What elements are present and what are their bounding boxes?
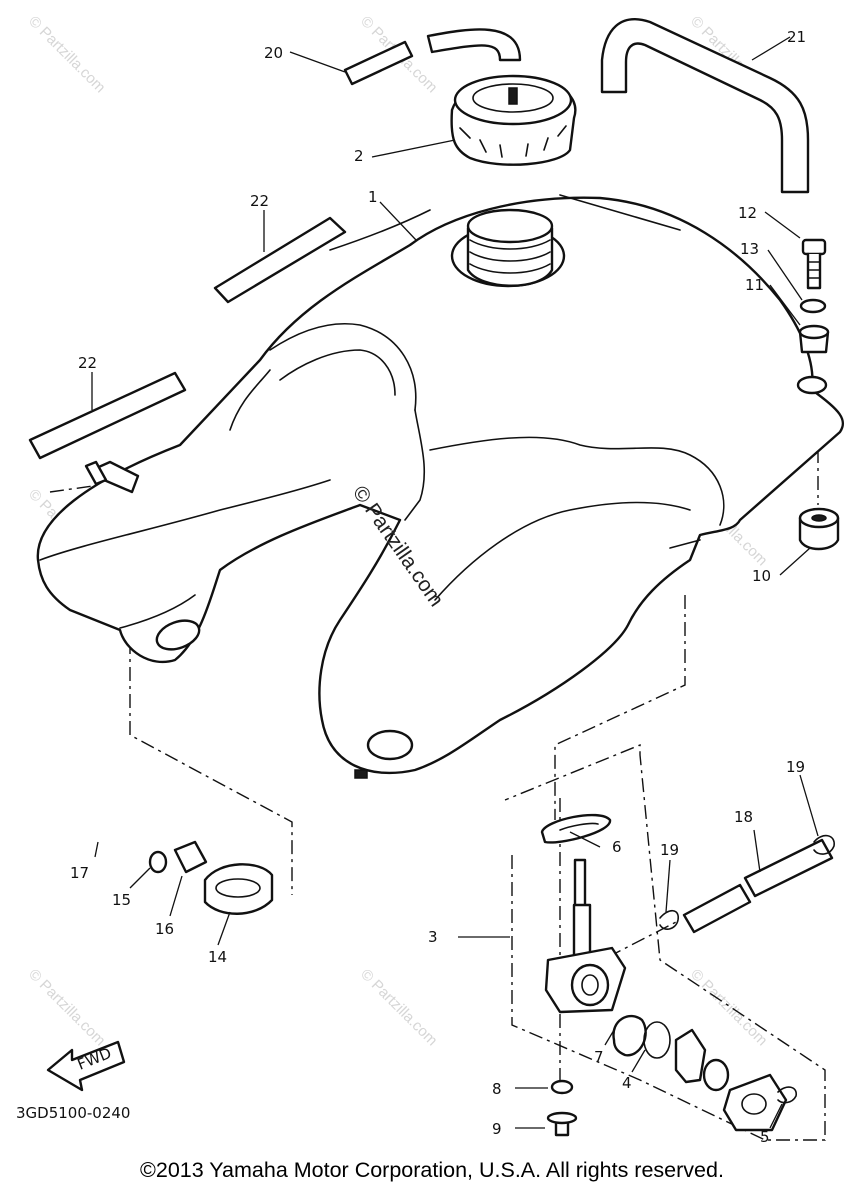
forward-direction-arrow: FWD [46, 1040, 126, 1092]
callout-22-upper: 22 [250, 192, 269, 210]
callout-17: 17 [70, 864, 89, 882]
callout-7: 7 [594, 1048, 604, 1066]
callout-1: 1 [368, 188, 378, 206]
fuel-hose [659, 834, 835, 1104]
callout-6: 6 [612, 838, 622, 856]
callout-12: 12 [738, 204, 757, 222]
callout-14: 14 [208, 948, 227, 966]
watermark-bc: © Partzilla.com [357, 966, 440, 1049]
callout-19-upper: 19 [786, 758, 805, 776]
callout-labels: 1 2 3 4 5 6 7 8 9 10 11 12 13 14 15 16 1… [70, 28, 806, 1146]
callout-21: 21 [787, 28, 806, 46]
callout-22-lower: 22 [78, 354, 97, 372]
callout-2: 2 [354, 147, 364, 165]
leader-lines [91, 36, 819, 1129]
callout-15: 15 [112, 891, 131, 909]
callout-18: 18 [734, 808, 753, 826]
callout-16: 16 [155, 920, 174, 938]
diagram-code: 3GD5100-0240 [16, 1104, 130, 1122]
callout-3: 3 [428, 928, 438, 946]
tank-strap [600, 18, 810, 194]
callout-4: 4 [622, 1074, 632, 1092]
callout-13: 13 [740, 240, 759, 258]
breather-hose [343, 28, 522, 86]
rubber-grommet [798, 507, 840, 551]
fuel-tank [36, 194, 845, 779]
callout-20: 20 [264, 44, 283, 62]
callout-11: 11 [745, 276, 764, 294]
callout-5: 5 [760, 1128, 770, 1146]
watermark-bl: © Partzilla.com [25, 966, 108, 1049]
callout-19-lower: 19 [660, 841, 679, 859]
watermark-br: © Partzilla.com [687, 966, 770, 1049]
fuel-cap [450, 74, 577, 166]
callout-10: 10 [752, 567, 771, 585]
callout-8: 8 [492, 1080, 502, 1098]
copyright-notice: ©2013 Yamaha Motor Corporation, U.S.A. A… [140, 1158, 724, 1182]
fuel-cock-assembly [540, 813, 788, 1137]
left-mount-hardware [84, 460, 274, 915]
mounting-bolt-stack [798, 238, 830, 354]
damper-strips [28, 216, 347, 460]
watermark-tl: © Partzilla.com [25, 13, 108, 96]
callout-9: 9 [492, 1120, 502, 1138]
